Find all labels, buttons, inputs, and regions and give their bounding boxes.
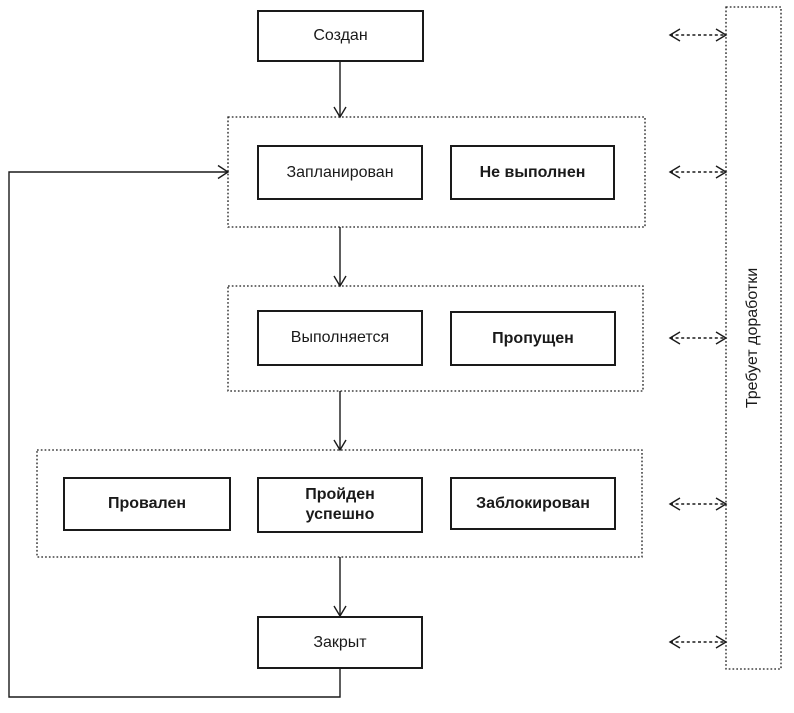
arrowhead-right-icon <box>715 165 728 179</box>
arrowhead-down-icon <box>333 275 347 288</box>
state-label-not-executed: Не выполнен <box>479 163 586 181</box>
state-box-skipped: Пропущен <box>450 311 616 366</box>
arrowhead-left-icon <box>668 165 681 179</box>
arrowhead-left-icon <box>668 497 681 511</box>
state-label-created: Создан <box>313 27 368 45</box>
state-box-not-executed: Не выполнен <box>450 145 615 200</box>
group-executing-outline <box>227 285 644 392</box>
state-box-passed: Пройден успешно <box>257 477 423 533</box>
state-label-planned: Запланирован <box>286 163 394 181</box>
arrowhead-left-icon <box>668 331 681 345</box>
state-box-created: Создан <box>257 10 424 62</box>
arrowhead-right-icon <box>217 164 230 180</box>
state-label-passed: Пройден успешно <box>305 486 375 523</box>
arrowhead-left-icon <box>668 28 681 42</box>
state-label-blocked: Заблокирован <box>476 494 590 512</box>
state-box-failed: Провален <box>63 477 231 531</box>
arrowhead-right-icon <box>715 635 728 649</box>
rework-panel-label: Требует доработки <box>744 267 762 409</box>
arrow-closed-to-planned-loop <box>8 171 341 698</box>
state-box-closed: Закрыт <box>257 616 423 669</box>
arrowhead-right-icon <box>715 28 728 42</box>
state-box-blocked: Заблокирован <box>450 477 616 530</box>
group-result-outline <box>36 449 643 558</box>
state-label-closed: Закрыт <box>313 633 367 651</box>
rework-panel: Требует доработки <box>726 7 781 669</box>
arrowhead-down-icon <box>333 106 347 119</box>
state-box-planned: Запланирован <box>257 145 423 200</box>
arrowhead-right-icon <box>715 497 728 511</box>
state-label-failed: Провален <box>107 495 187 513</box>
state-label-skipped: Пропущен <box>492 329 574 347</box>
state-label-in-progress: Выполняется <box>290 329 390 347</box>
group-planned-outline <box>227 116 646 228</box>
arrowhead-right-icon <box>715 331 728 345</box>
arrowhead-down-icon <box>333 439 347 452</box>
state-box-in-progress: Выполняется <box>257 310 423 366</box>
arrowhead-left-icon <box>668 635 681 649</box>
